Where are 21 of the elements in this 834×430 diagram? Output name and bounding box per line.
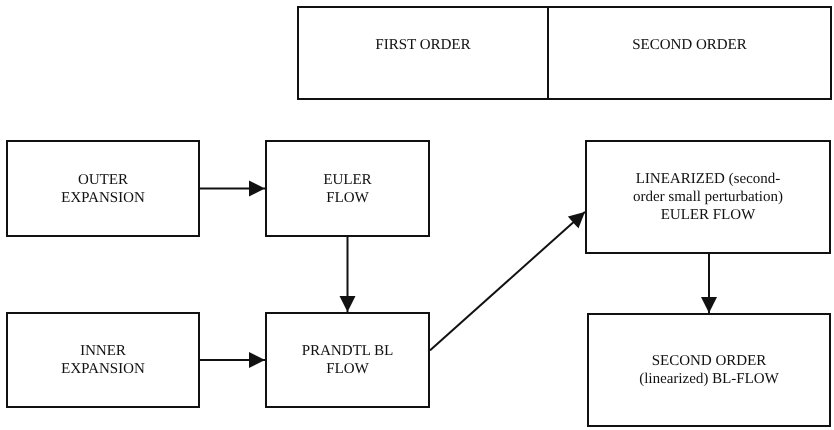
node-label: EULER FLOW	[322, 170, 373, 206]
header-cell	[547, 6, 832, 100]
arrow	[701, 254, 717, 313]
node-label: SECOND ORDER	[632, 36, 747, 54]
node-label: OUTER EXPANSION	[60, 170, 146, 206]
arrow	[429, 211, 586, 352]
node-label: PRANDTL BL FLOW	[300, 342, 394, 378]
node-label: FIRST ORDER	[375, 36, 471, 54]
node-label: SECOND ORDER (linearized) BL-FLOW	[639, 352, 779, 388]
process-box	[6, 312, 200, 408]
arrow	[200, 352, 265, 368]
process-box	[587, 313, 831, 427]
process-box	[6, 140, 200, 237]
arrow	[200, 180, 265, 196]
process-box	[265, 140, 430, 237]
header-cell	[297, 6, 549, 100]
process-box	[265, 312, 430, 408]
node-label: LINEARIZED (second-order small perturbation) EULER FLOW	[632, 170, 784, 224]
node-label: INNER EXPANSION	[60, 342, 146, 378]
arrow	[340, 237, 356, 312]
process-box	[585, 140, 831, 254]
